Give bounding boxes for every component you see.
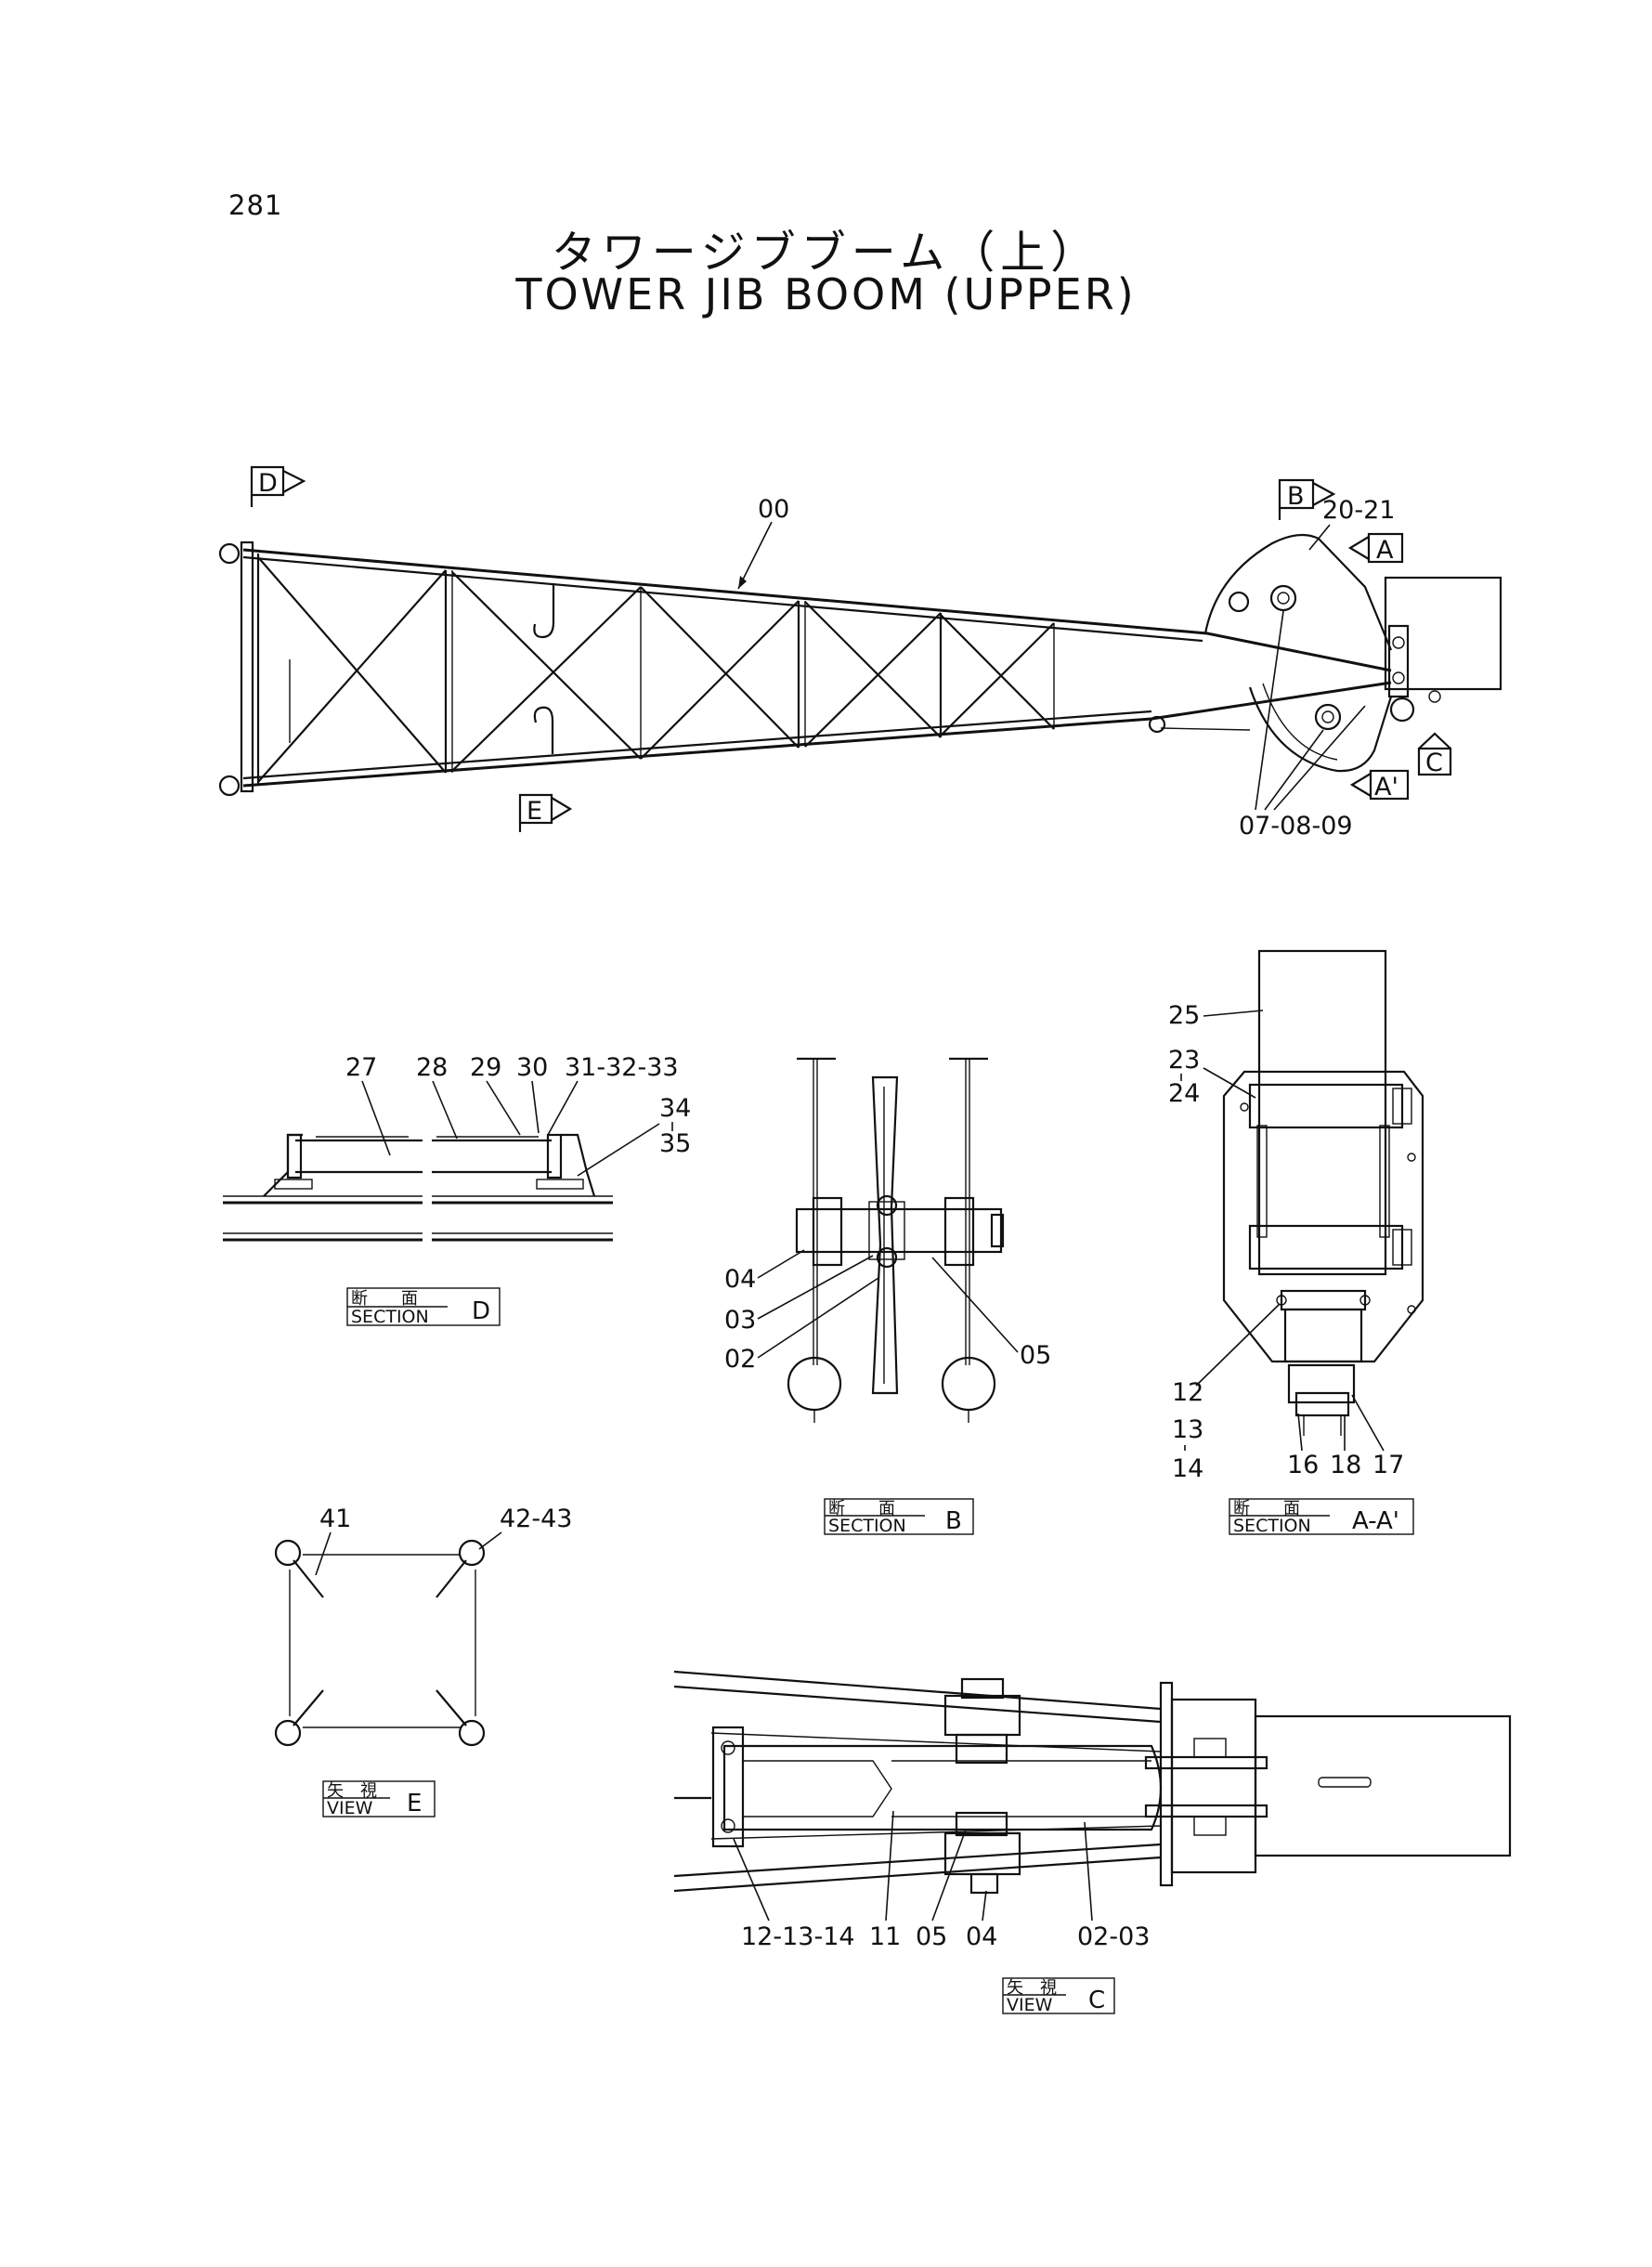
view-c-caption-jp: 矢 視 [1007,1978,1057,1998]
view-marker-e: E [518,793,573,832]
label-d-35: 35 [659,1129,691,1158]
head-block [1384,576,1502,691]
view-marker-c: C [1417,732,1452,777]
label-aa-25: 25 [1168,1001,1200,1030]
main-elevation: D [218,465,1502,840]
view-marker-e-letter: E [527,797,542,826]
section-a-a: 25 23 24 12 13 14 16 18 17 断 面 SECTION A… [1168,949,1424,1536]
upper-sheave-pin [1269,584,1297,612]
label-b-02: 02 [724,1345,756,1374]
label-sheave-pin: 07-08-09 [1239,812,1353,840]
view-marker-a: A [1347,532,1404,565]
view-e-clip-bl [274,1719,302,1747]
label-c-02: 02-03 [1077,1922,1150,1951]
view-e-caption-letter: E [407,1790,422,1818]
section-d-caption-jp: 断 面 [351,1289,418,1309]
view-marker-b-letter: B [1287,482,1305,511]
left-top-pin [218,542,241,565]
label-b-04: 04 [724,1265,756,1294]
label-aa-18: 18 [1330,1451,1361,1479]
view-e-caption-jp: 矢 視 [327,1781,377,1801]
left-chord-tube [787,1356,842,1412]
view-e-clip-br [458,1719,486,1747]
title-japanese: タワージブブーム（上） [551,227,1101,279]
view-e-clip-tr [458,1539,486,1567]
sheave-lower-housing [1248,686,1393,773]
section-b-caption-letter: B [945,1507,962,1535]
label-b-05: 05 [1020,1341,1051,1370]
section-b: 04 03 02 05 断 面 SECTION B [724,1057,1051,1536]
view-c-caption-box [1002,1977,1115,2014]
right-chord-tube [941,1356,996,1412]
section-b-caption-box [824,1498,974,1535]
view-marker-d: D [250,465,306,507]
lower-sheave-pin [1314,703,1342,731]
view-marker-b: B [1278,478,1336,520]
view-c-caption-en: VIEW [1007,1995,1053,2015]
label-bracket: 20-21 [1322,496,1395,525]
view-marker-d-letter: D [258,469,278,498]
section-d: 27 28 29 30 31-32-33 34 35 断 面 SECTION D [223,1053,691,1327]
view-marker-c-letter: C [1425,749,1443,777]
view-marker-a-letter: A [1376,536,1394,565]
view-e: 41 42-43 矢 視 VIEW E [274,1505,572,1818]
section-b-caption-jp: 断 面 [828,1499,895,1518]
label-d-34: 34 [659,1094,691,1123]
view-c-caption-letter: C [1088,1987,1105,2014]
label-aa-16: 16 [1287,1451,1319,1479]
view-marker-a-prime: A' [1349,769,1410,801]
sheave-bracket [1203,533,1393,651]
label-d-30: 30 [516,1053,548,1082]
view-e-caption-box [322,1780,436,1818]
hook-upper [533,583,555,639]
hatched-member [1257,949,1387,1276]
label-d-28: 28 [416,1053,448,1082]
label-aa-17: 17 [1372,1451,1404,1479]
label-aa-14: 14 [1172,1454,1203,1483]
hook-lower [533,706,554,754]
label-d-27: 27 [345,1053,377,1082]
section-aa-caption-jp: 断 面 [1233,1499,1300,1518]
label-c-05: 05 [916,1922,947,1951]
view-e-clip-tl [274,1539,302,1567]
label-aa-13: 13 [1172,1415,1203,1444]
section-aa-caption-box [1229,1498,1414,1535]
section-aa-caption-en: SECTION [1233,1516,1311,1536]
section-b-caption-en: SECTION [828,1516,906,1536]
view-e-caption-en: VIEW [327,1798,373,1818]
label-d-31: 31-32-33 [565,1053,679,1082]
section-d-caption-letter: D [472,1297,490,1325]
label-aa-23: 23 [1168,1046,1200,1075]
label-e-41: 41 [319,1505,351,1533]
view-marker-a-prime-letter: A' [1374,773,1398,801]
title-english: TOWER JIB BOOM (UPPER) [515,269,1137,319]
left-bottom-pin [218,775,241,797]
label-c-04: 04 [966,1922,997,1951]
section-d-caption-en: SECTION [351,1307,429,1327]
label-boom: 00 [758,495,789,524]
side-plate [1222,1070,1424,1363]
label-d-29: 29 [470,1053,501,1082]
sheave-profile [871,1075,899,1395]
label-c-12: 12-13-14 [741,1922,855,1951]
label-b-03: 03 [724,1306,756,1335]
sheave-shaft [795,1207,1003,1254]
view-c: 12-13-14 11 05 04 02-03 矢 視 VIEW C [673,1670,1512,2015]
boom-top-chord [242,548,1392,672]
label-c-11: 11 [869,1922,901,1951]
page-number: 281 [228,189,283,221]
label-aa-24: 24 [1168,1079,1200,1108]
view-c-head-block [1254,1714,1512,1857]
section-aa-caption-letter: A-A' [1352,1507,1399,1535]
label-e-42: 42-43 [500,1505,572,1533]
